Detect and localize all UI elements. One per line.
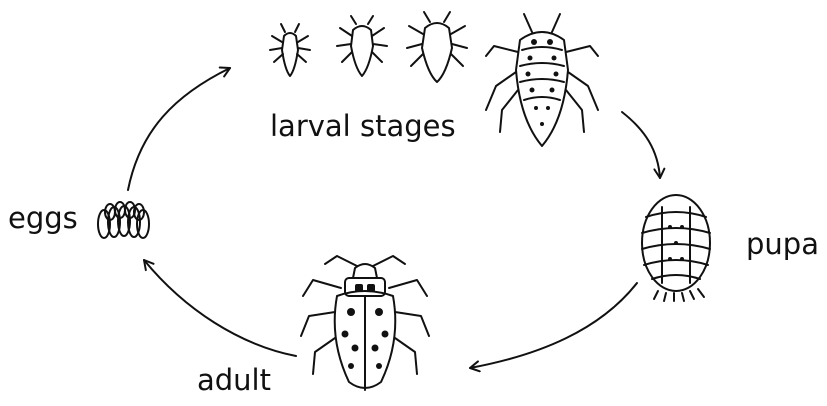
eggs-icon xyxy=(98,202,149,238)
pupa-icon xyxy=(642,195,710,301)
larva-icon xyxy=(337,16,387,76)
larva-icon xyxy=(407,12,467,82)
arrow-pupa-to-adult xyxy=(470,283,637,368)
label-adult: adult xyxy=(197,366,271,395)
arrow-adult-to-eggs xyxy=(144,260,296,356)
larva-icon xyxy=(486,14,598,146)
arrow-eggs-to-larval xyxy=(128,68,230,190)
label-eggs: eggs xyxy=(8,204,78,233)
label-larval-stages: larval stages xyxy=(270,112,456,141)
arrow-larval-to-pupa xyxy=(622,112,660,178)
adult-beetle-icon xyxy=(301,256,429,390)
label-pupa: pupa xyxy=(746,230,819,259)
larva-icon xyxy=(270,24,310,76)
